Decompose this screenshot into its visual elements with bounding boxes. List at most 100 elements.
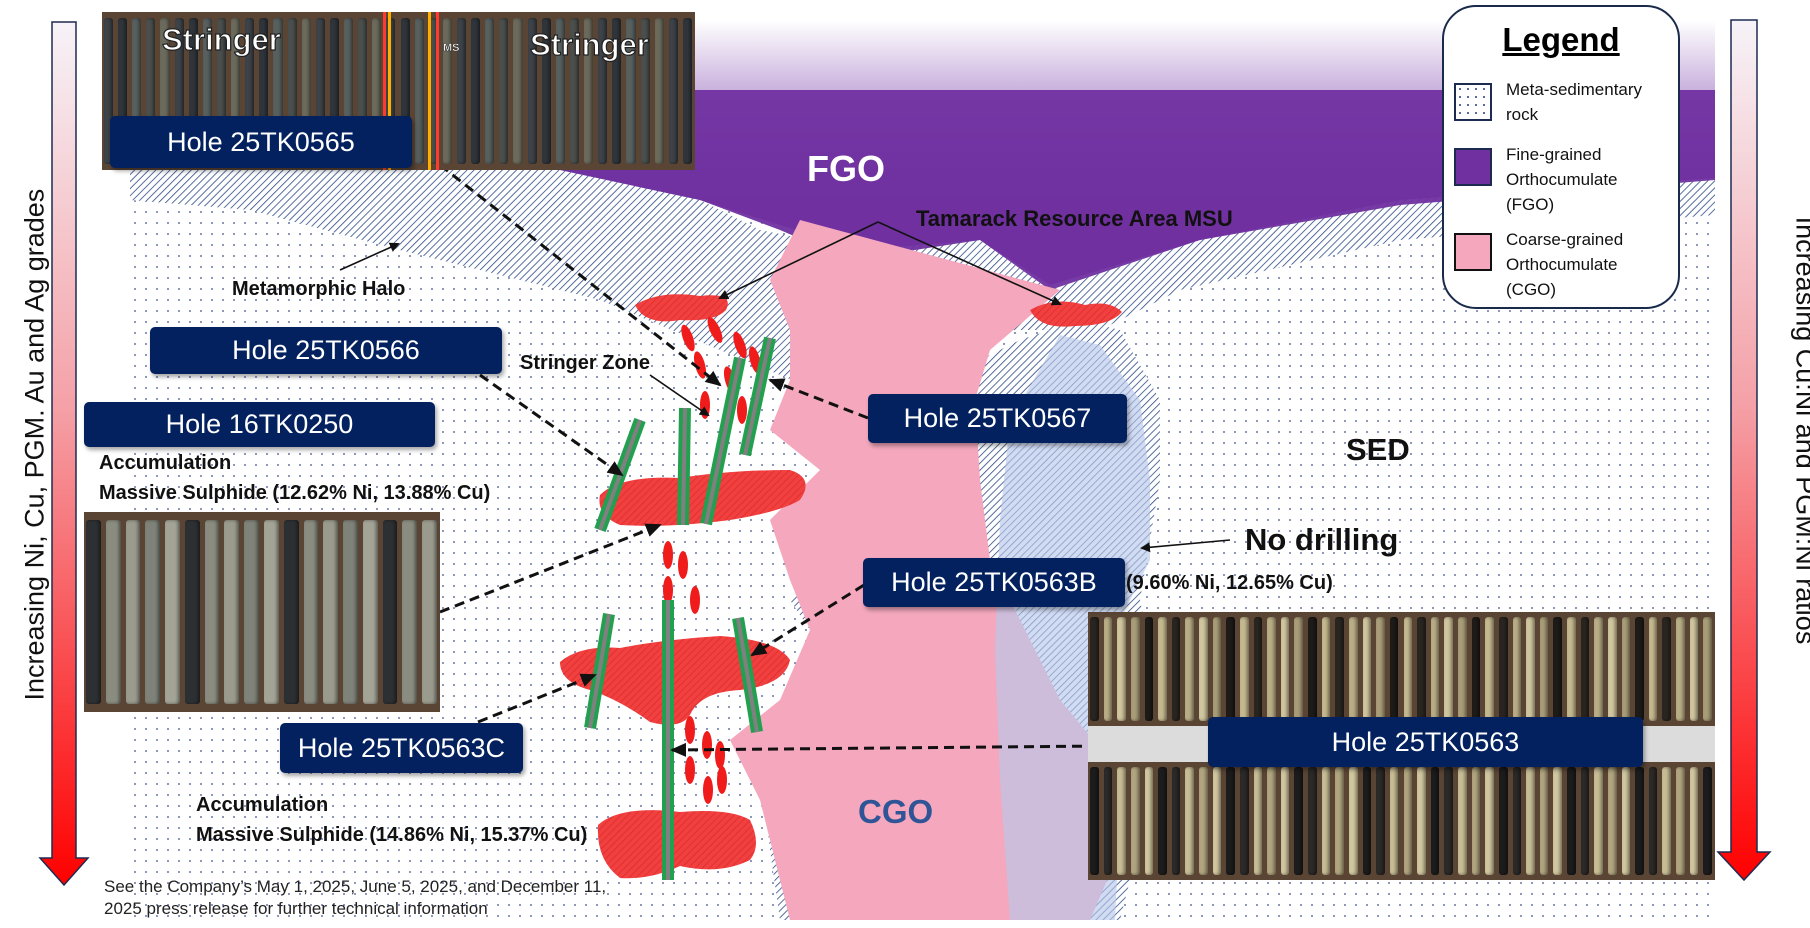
core-stick: [184, 520, 200, 704]
annotation-lower-massive-sulphide: Massive Sulphide (14.86% Ni, 15.37% Cu): [196, 824, 588, 846]
sulphide-lens-upper: [599, 470, 806, 526]
core-stick: [1253, 766, 1263, 876]
footnote: See the Company’s May 1, 2025, June 5, 2…: [104, 876, 606, 920]
core-stick: [1376, 616, 1385, 722]
core-stick: [402, 520, 418, 704]
core-stick: [382, 520, 398, 704]
core-stick: [372, 18, 382, 164]
core-stick: [1294, 616, 1304, 722]
legend-label: Meta-sedimentary rock: [1506, 80, 1643, 124]
core-stick: [1512, 616, 1522, 722]
core-stick: [1362, 766, 1372, 876]
drill-traces: [584, 336, 776, 880]
core-stick: [527, 18, 537, 164]
core-stick: [1226, 766, 1235, 876]
stringer-vein: [690, 586, 700, 614]
core-photo-25tk0563-lower: [1088, 762, 1715, 880]
core-stick: [1253, 616, 1263, 722]
core-stick: [400, 18, 410, 164]
hole-label-25tk0563b: Hole 25TK0563B: [863, 558, 1125, 607]
legend-swatch-fgo: [1454, 148, 1492, 186]
no-drilling-arrow: [1140, 539, 1231, 553]
core-label-ms: MS: [443, 42, 460, 54]
leader-h0250: [439, 523, 662, 614]
ms-interval-marker: [383, 12, 386, 170]
core-stick: [1144, 616, 1154, 722]
core-stick: [442, 18, 452, 164]
core-stick: [118, 18, 128, 164]
sulphide-lens-middle: [560, 636, 790, 725]
core-stick: [1621, 616, 1631, 722]
leader-h0566: [479, 373, 624, 477]
legend-label: Fine-grained Orthocumulate (FGO): [1506, 145, 1618, 214]
core-stick: [264, 520, 279, 704]
core-stick: [1130, 766, 1140, 876]
core-stick: [1471, 766, 1481, 876]
hole-label-25tk0565: Hole 25TK0565: [110, 116, 412, 168]
annotation-stringer-zone: Stringer Zone: [520, 352, 651, 374]
core-stick: [1526, 766, 1535, 876]
core-stick: [1185, 766, 1195, 876]
core-stick: [1458, 766, 1467, 876]
core-stick: [1199, 616, 1208, 722]
core-stick: [1403, 766, 1413, 876]
core-stick: [1130, 616, 1140, 722]
core-stick: [1280, 766, 1290, 876]
core-stick: [1621, 766, 1631, 876]
core-stick: [626, 18, 636, 164]
stringer-vein: [717, 766, 727, 794]
stringer-vein: [702, 731, 712, 759]
core-stick: [160, 18, 170, 164]
drill-hole-trace: [704, 357, 742, 525]
ms-interval-marker: [388, 12, 391, 170]
core-stick: [146, 18, 156, 164]
legend-label: Coarse-grained Orthocumulate (CGO): [1506, 230, 1624, 299]
core-stick: [1158, 616, 1167, 722]
core-stick: [1607, 766, 1617, 876]
hole-label-25tk0566: Hole 25TK0566: [150, 327, 502, 374]
core-stick: [1485, 766, 1494, 876]
annotation-arrows: [339, 221, 1231, 553]
core-stick: [1090, 766, 1099, 876]
core-stick: [1321, 766, 1331, 876]
hole-label-25tk0567: Hole 25TK0567: [868, 394, 1127, 443]
core-stick: [584, 18, 594, 164]
core-stick: [1539, 616, 1549, 722]
core-stick: [245, 18, 255, 164]
core-stick: [1226, 616, 1235, 722]
stringer-vein: [737, 396, 747, 424]
core-stick: [1512, 766, 1522, 876]
annotation-lower-accumulation: Accumulation: [196, 794, 329, 816]
core-stick: [485, 18, 495, 164]
core-stick: [1389, 616, 1399, 722]
unit-label-sed: SED: [1346, 432, 1410, 467]
drill-hole-trace: [681, 407, 687, 526]
core-stick: [1689, 766, 1699, 876]
legend-item-cgo: Coarse-grained Orthocumulate (CGO): [1454, 227, 1623, 302]
sulphide-lenses: [560, 294, 1122, 879]
fgo-body-lower: [300, 90, 1715, 290]
leader-lines: [439, 163, 1211, 757]
core-stick: [1553, 766, 1563, 876]
stringer-vein: [678, 551, 688, 579]
footnote-line-1: See the Company’s May 1, 2025, June 5, 2…: [104, 877, 607, 896]
core-stick: [224, 520, 240, 704]
stringer-vein: [700, 391, 710, 419]
leader-h0565: [439, 163, 722, 387]
core-stick: [1553, 616, 1563, 722]
core-stick: [1430, 766, 1440, 876]
core-stick: [1567, 766, 1576, 876]
core-stick: [202, 18, 212, 164]
core-stick: [1308, 766, 1317, 876]
core-stick: [315, 18, 325, 164]
right-axis-label: Increasing Cu:Ni and PGM:Ni ratios: [1790, 216, 1810, 645]
core-stick: [329, 18, 339, 164]
core-stick: [1607, 616, 1617, 722]
core-stick: [1335, 766, 1344, 876]
core-stick: [1471, 616, 1481, 722]
core-stick: [598, 18, 608, 164]
core-stick: [1403, 616, 1413, 722]
core-stick: [1594, 616, 1603, 722]
core-stick: [1103, 766, 1113, 876]
core-stick: [1689, 616, 1699, 722]
